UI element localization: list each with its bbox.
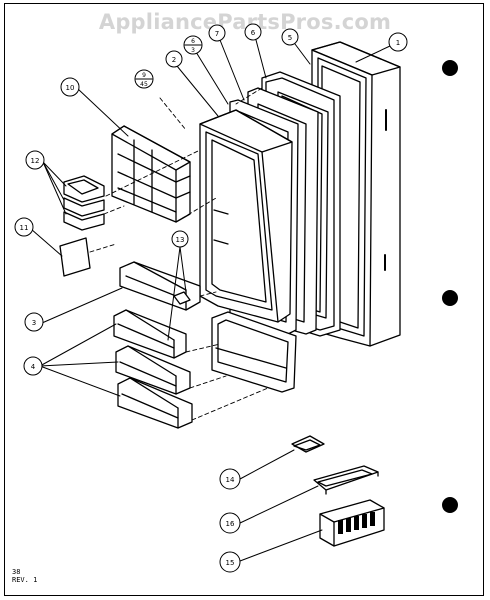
callout-15: 15 (226, 559, 235, 567)
callout-circles (14, 23, 408, 573)
callout-1: 1 (396, 39, 400, 47)
callout-5: 5 (288, 34, 292, 42)
callout-9: 9 (142, 72, 146, 79)
callout-7: 7 (215, 30, 219, 38)
callout-13: 13 (176, 236, 185, 244)
binder-hole-top (442, 60, 458, 76)
storage-bin (319, 499, 385, 547)
door-inner-liner (199, 109, 293, 323)
callout-14: 14 (226, 476, 235, 484)
lower-door-bins (113, 309, 193, 429)
alignment-lines (89, 87, 269, 421)
binder-hole-middle (442, 290, 458, 306)
ice-dispenser-lid (291, 435, 325, 453)
upper-door-bin (119, 261, 201, 311)
callout-16: 16 (226, 520, 235, 528)
bin-cover (313, 465, 379, 495)
callout-6-upper: 6 (191, 38, 195, 45)
leader-lines (30, 39, 391, 562)
binder-hole-bottom (442, 497, 458, 513)
callout-12: 12 (31, 157, 40, 165)
callout-45: 45 (140, 81, 148, 88)
callout-4: 4 (31, 363, 36, 371)
callout-3-lower: 3 (191, 47, 195, 54)
dairy-door-cover (59, 237, 91, 277)
revision-label: REV. 1 (12, 576, 38, 584)
egg-trays (63, 175, 105, 231)
callout-3: 3 (32, 319, 36, 327)
callout-6: 6 (251, 29, 256, 37)
callout-2: 2 (172, 56, 176, 64)
callout-10: 10 (66, 84, 75, 92)
callout-11: 11 (20, 224, 29, 232)
shelf-retainer-frame (211, 311, 297, 393)
page-number: 38 (12, 568, 21, 576)
